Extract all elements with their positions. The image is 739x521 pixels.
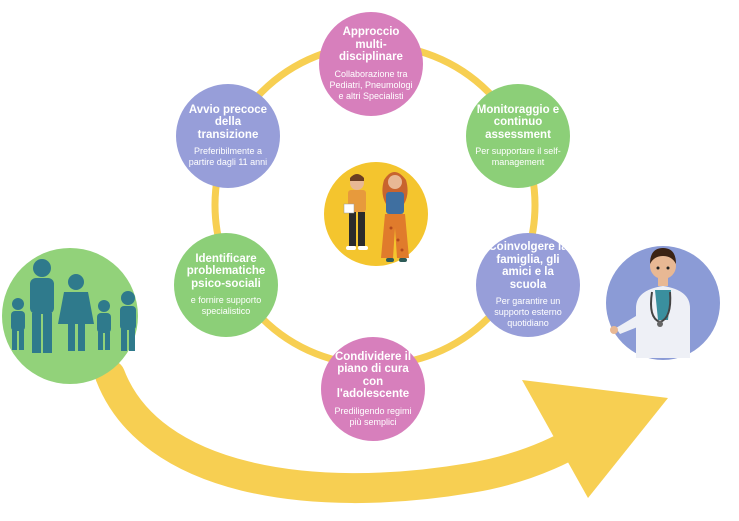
node-title: Coinvolgere la famiglia, gli amici e la … bbox=[488, 241, 568, 291]
node-title: Monitoraggio e continuo assessment bbox=[476, 103, 560, 141]
node-subtitle: Preferibilmente a partire dagli 11 anni bbox=[188, 146, 268, 168]
node-subtitle: Collaborazione tra Pediatri, Pneumologi … bbox=[329, 68, 413, 101]
node-subtitle: Prediligendo regimi più semplici bbox=[334, 405, 412, 427]
node-early-start: Avvio precoce della transizione Preferib… bbox=[176, 84, 280, 188]
transition-arrow-icon bbox=[95, 360, 668, 504]
node-title: Condividere il piano di cura con l'adole… bbox=[334, 350, 412, 401]
node-multidisciplinary-approach: Approccio multi-disciplinare Collaborazi… bbox=[319, 12, 423, 116]
family-silhouette-icon bbox=[2, 248, 138, 384]
node-involve-family: Coinvolgere la famiglia, gli amici e la … bbox=[476, 233, 580, 337]
node-monitoring: Monitoraggio e continuo assessment Per s… bbox=[466, 84, 570, 188]
teenagers-illustration-icon bbox=[324, 162, 428, 266]
node-subtitle: Per supportare il self-management bbox=[475, 146, 561, 168]
node-subtitle: e fornire supporto specialistico bbox=[190, 295, 262, 317]
node-share-care-plan: Condividere il piano di cura con l'adole… bbox=[321, 337, 425, 441]
node-title: Identificare problematiche psico-sociali bbox=[186, 252, 266, 290]
doctor-illustration-icon bbox=[606, 246, 720, 360]
node-title: Approccio multi-disciplinare bbox=[339, 26, 403, 64]
node-title: Avvio precoce della transizione bbox=[188, 103, 268, 141]
node-subtitle: Per garantire un supporto esterno quotid… bbox=[494, 296, 562, 328]
node-identify-psychosocial: Identificare problematiche psico-sociali… bbox=[174, 233, 278, 337]
